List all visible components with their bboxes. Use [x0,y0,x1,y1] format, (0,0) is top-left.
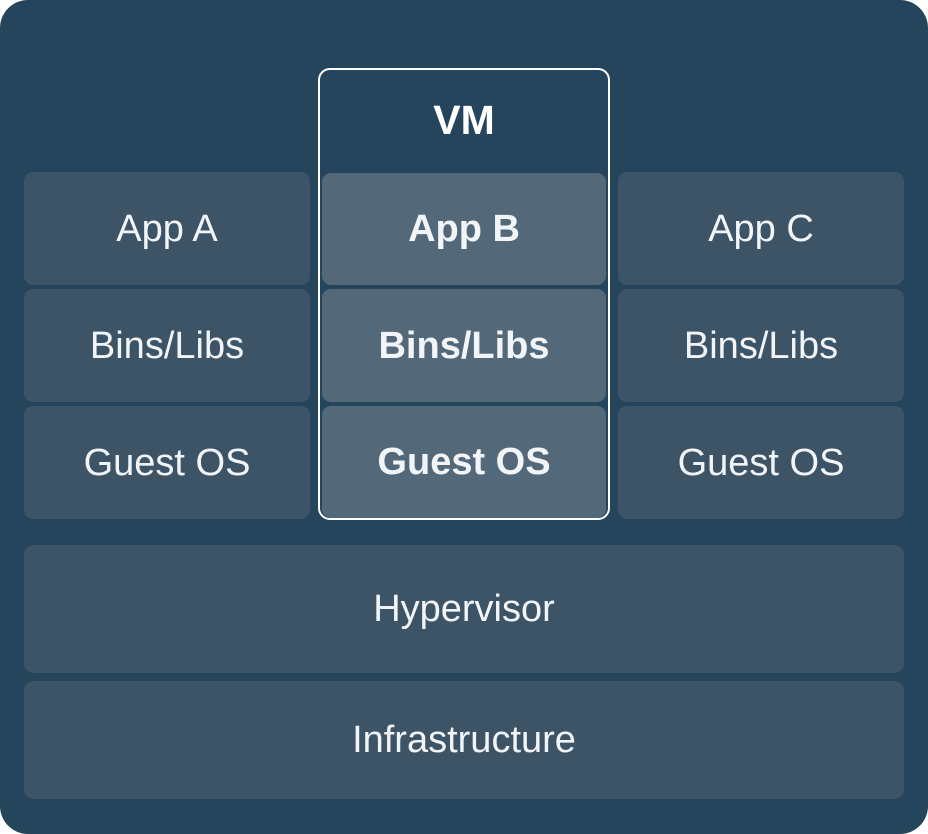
box-guest-os-right: Guest OS [618,406,904,519]
vm-title: VM [433,96,495,143]
layer-infrastructure: Infrastructure [24,681,904,799]
layer-hypervisor: Hypervisor [24,545,904,673]
box-guest-os-middle: Guest OS [322,406,606,518]
box-app-b: App B [322,173,606,285]
box-bins-libs-right: Bins/Libs [618,289,904,402]
box-guest-os-left: Guest OS [24,406,310,519]
box-bins-libs-left: Bins/Libs [24,289,310,402]
vm-frame [318,68,610,520]
box-bins-libs-middle: Bins/Libs [322,289,606,402]
box-app-a: App A [24,172,310,285]
box-app-c: App C [618,172,904,285]
